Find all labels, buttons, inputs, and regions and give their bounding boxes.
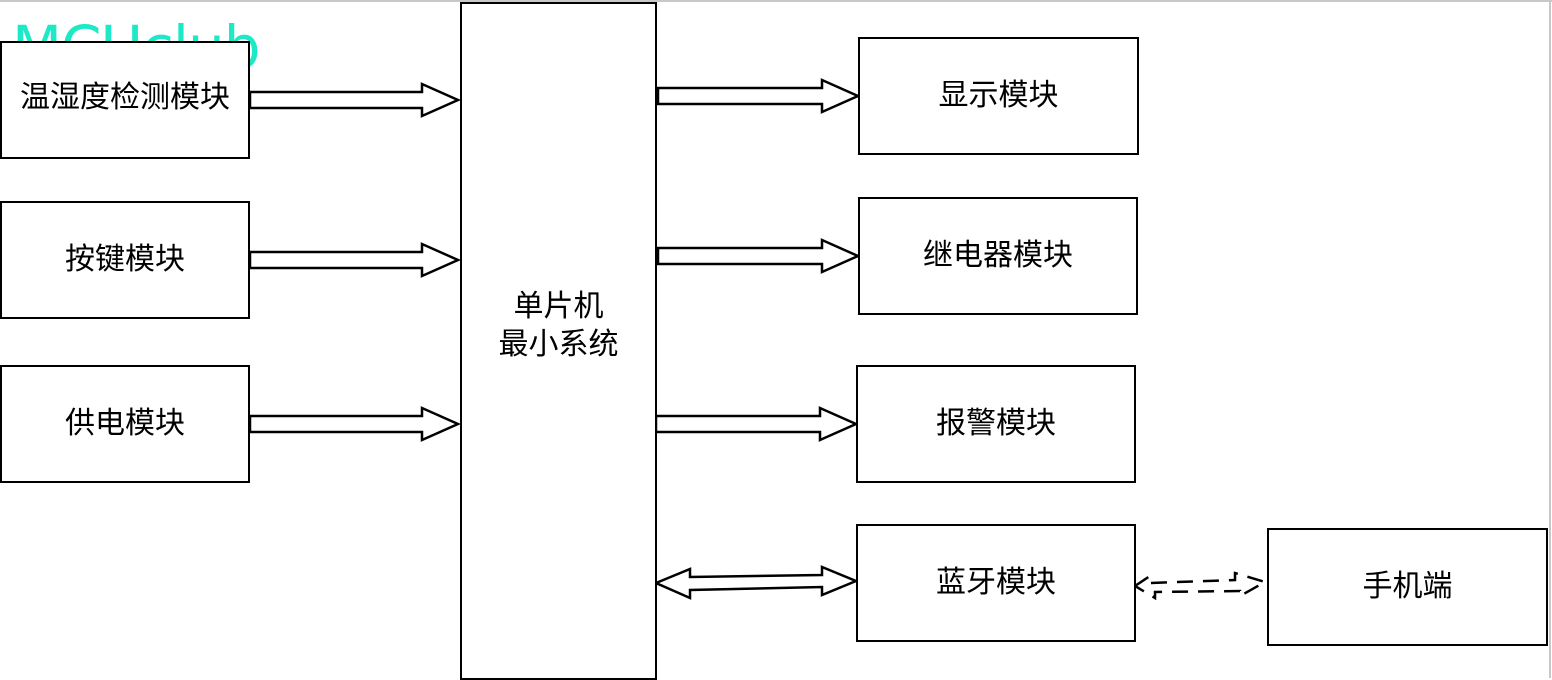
module-temp-humidity: 温湿度检测模块: [0, 41, 250, 159]
module-key-label: 按键模块: [65, 242, 185, 277]
module-temp-humidity-label: 温湿度检测模块: [20, 80, 230, 115]
module-bluetooth: 蓝牙模块: [856, 524, 1136, 642]
mcu-minimum-system: 单片机 最小系统: [460, 2, 657, 680]
module-alarm-label: 报警模块: [936, 406, 1056, 441]
phone-terminal-label: 手机端: [1362, 569, 1453, 604]
arrow-mcu-to-display: [656, 78, 862, 114]
module-power: 供电模块: [0, 365, 250, 483]
module-relay: 继电器模块: [858, 197, 1138, 315]
module-bluetooth-label: 蓝牙模块: [936, 565, 1056, 600]
arrow-power-to-mcu: [248, 406, 462, 442]
arrow-mcu-to-alarm: [654, 406, 860, 442]
mcu-label-line2: 最小系统: [498, 327, 619, 362]
arrow-mcu-bluetooth-bidirectional: [652, 565, 860, 600]
module-key: 按键模块: [0, 201, 250, 319]
mcu-label-line1: 单片机: [513, 289, 604, 324]
phone-terminal: 手机端: [1267, 528, 1548, 646]
module-power-label: 供电模块: [65, 406, 185, 441]
arrow-temp-humidity-to-mcu: [248, 82, 462, 118]
arrow-mcu-to-relay: [656, 238, 862, 274]
arrow-key-to-mcu: [248, 242, 462, 278]
module-display: 显示模块: [858, 37, 1139, 155]
module-alarm: 报警模块: [856, 365, 1136, 483]
arrow-bluetooth-phone-wireless: [1132, 571, 1269, 601]
module-relay-label: 继电器模块: [923, 238, 1073, 273]
module-display-label: 显示模块: [938, 78, 1059, 113]
